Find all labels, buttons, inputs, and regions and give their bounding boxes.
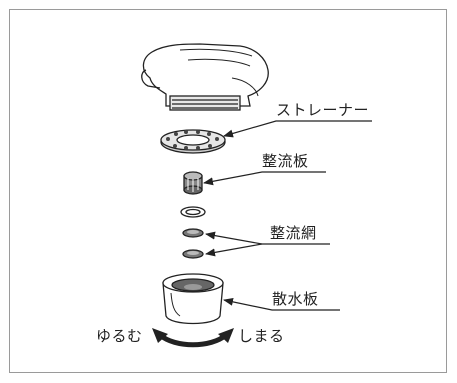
- flow-mesh-part-2: [182, 249, 204, 259]
- label-flow-plate: 整流板: [262, 152, 309, 170]
- label-spray-plate: 散水板: [272, 290, 319, 308]
- label-loosen: ゆるむ: [96, 327, 143, 345]
- flow-mesh-part-1: [182, 228, 204, 238]
- spray-plate-part: [162, 273, 224, 325]
- label-tighten: しまる: [238, 327, 285, 345]
- rotation-arrow-icon: [152, 328, 234, 348]
- leader-lines: [203, 120, 372, 311]
- strainer-part: [160, 129, 226, 154]
- o-ring-part: [180, 206, 206, 218]
- flow-plate-part: [183, 171, 203, 195]
- label-strainer: ストレーナー: [276, 101, 370, 119]
- label-flow-mesh: 整流網: [270, 224, 317, 242]
- shower-head-body: [141, 43, 269, 111]
